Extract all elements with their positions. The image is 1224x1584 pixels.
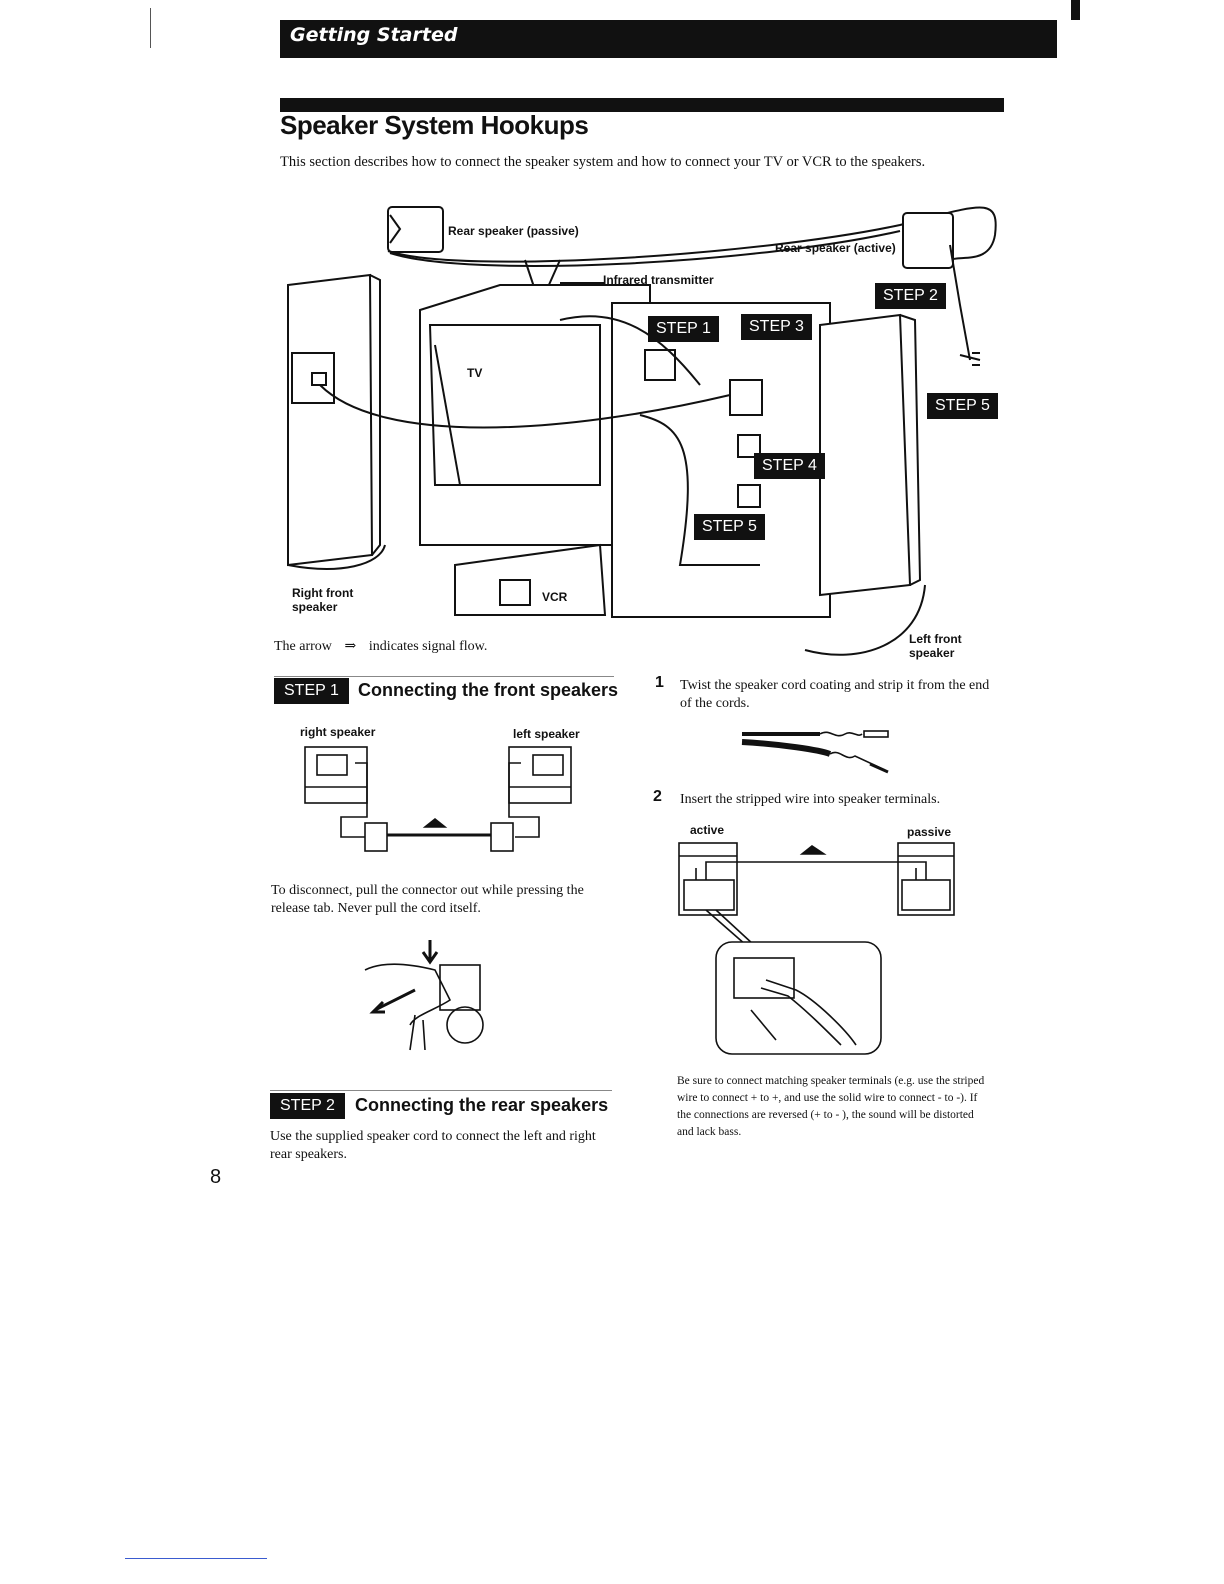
diagram-step1-badge: STEP 1 xyxy=(648,316,719,342)
front-speaker-connection-diagram xyxy=(304,746,572,852)
label-active: active xyxy=(690,823,725,837)
signal-arrow-icon: ⇒ xyxy=(344,639,357,654)
diagram-step2-badge: STEP 2 xyxy=(875,283,946,309)
item2-text: Insert the stripped wire into speaker te… xyxy=(680,792,941,807)
step1-disconnect-text: To disconnect, pull the connector out wh… xyxy=(271,883,584,916)
rear-passive-speaker xyxy=(387,206,444,253)
left-front-speaker xyxy=(819,313,912,597)
label-vcr: VCR xyxy=(542,590,568,604)
terminal-connection-diagram xyxy=(678,842,955,1055)
step1-rule xyxy=(274,676,614,677)
step1-badge: STEP 1 xyxy=(274,678,349,704)
right-front-speaker xyxy=(287,273,374,567)
polarity-note: Be sure to connect matching speaker term… xyxy=(677,1075,985,1138)
label-rear-passive: Rear speaker (passive) xyxy=(448,224,579,238)
arrow-note-after: indicates signal flow. xyxy=(368,639,488,654)
diagram-step3-badge: STEP 3 xyxy=(741,314,812,340)
step2-heading: Connecting the rear speakers xyxy=(355,1095,609,1115)
rear-active-speaker xyxy=(902,212,954,269)
bottom-link-line xyxy=(125,1558,267,1559)
step1-heading: Connecting the front speakers xyxy=(358,680,619,700)
label-infrared: Infrared transmitter xyxy=(603,273,714,287)
item2-number: 2 xyxy=(653,788,662,805)
label-left-front: Left front speaker xyxy=(909,632,962,660)
label-rear-active: Rear speaker (active) xyxy=(775,241,896,255)
section-label: Getting Started xyxy=(290,24,458,46)
intro-text: This section describes how to connect th… xyxy=(280,154,926,170)
page-number: 8 xyxy=(210,1166,222,1188)
diagram-step5-badge-center: STEP 5 xyxy=(694,514,765,540)
edge-mark xyxy=(1071,0,1080,20)
arrow-note-before: The arrow xyxy=(274,639,332,654)
page-title: Speaker System Hookups xyxy=(280,110,589,140)
hookup-diagram xyxy=(287,206,997,656)
step2-badge: STEP 2 xyxy=(270,1093,345,1119)
item1-text: Twist the speaker cord coating and strip… xyxy=(680,678,990,711)
label-right-speaker: right speaker xyxy=(300,725,376,739)
label-tv: TV xyxy=(467,366,483,380)
label-left-speaker: left speaker xyxy=(513,727,580,741)
connector-release-illustration xyxy=(364,940,484,1051)
step2-text: Use the supplied speaker cord to connect… xyxy=(270,1129,596,1162)
diagram-step4-badge: STEP 4 xyxy=(754,453,825,479)
step2-rule xyxy=(270,1090,612,1091)
label-right-front: Right front speaker xyxy=(292,586,354,614)
stripped-cord-illustration xyxy=(741,730,889,774)
diagram-step5-badge-right: STEP 5 xyxy=(927,393,998,419)
title-rule xyxy=(280,98,1004,112)
margin-line xyxy=(150,8,151,48)
arrow-note: The arrow ⇒ indicates signal flow. xyxy=(274,638,487,656)
label-passive: passive xyxy=(907,825,952,839)
item1-number: 1 xyxy=(655,674,664,691)
section-banner: Getting Started xyxy=(280,20,1057,58)
